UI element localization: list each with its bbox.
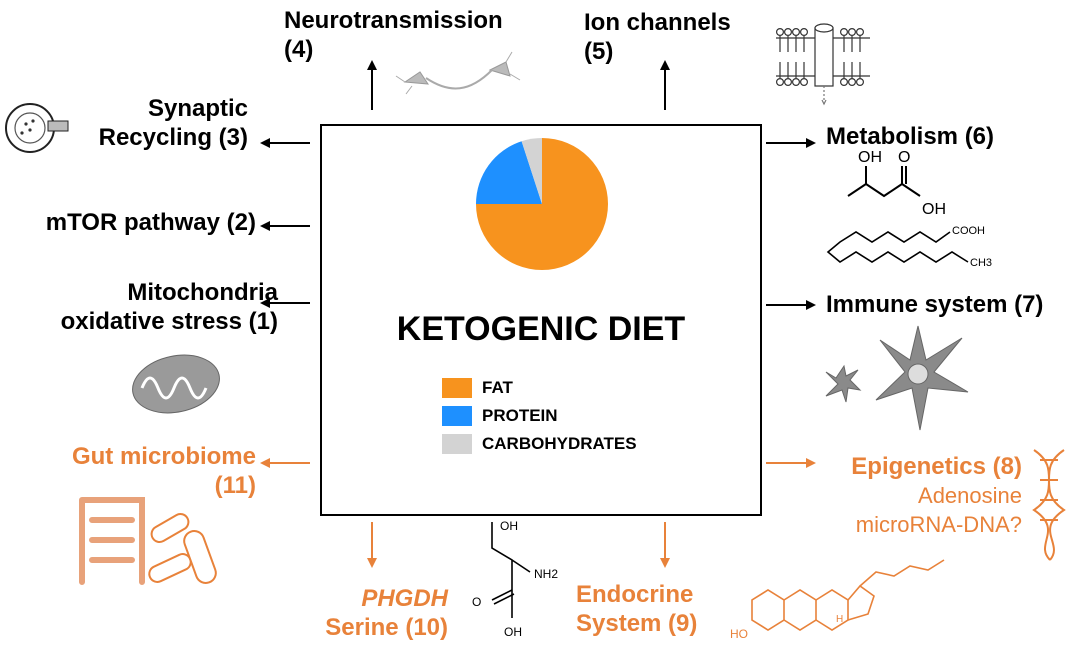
intestine-icon: [79, 497, 145, 585]
neurotransmission-text: Neurotransmission: [284, 7, 503, 34]
bhb-oh2-label: OH: [922, 201, 946, 218]
neurotransmission-number: (4): [284, 36, 314, 63]
serine-molecule: [491, 522, 531, 618]
legend-fat: FAT: [442, 378, 513, 398]
lipid-head: [855, 77, 864, 86]
bhb-oh-label: OH: [858, 149, 882, 166]
steroid-molecule: [751, 559, 945, 631]
legend-protein: PROTEIN: [442, 406, 558, 426]
lipid-head: [839, 28, 848, 37]
epigenetics-label: Epigenetics (8) Adenosine microRNA-DNA?: [851, 452, 1022, 539]
lipid-head: [799, 77, 808, 86]
legend-protein-swatch: [442, 406, 472, 426]
macronutrient-pie: [476, 138, 608, 270]
lipid-head: [855, 28, 864, 37]
mtor-label: mTOR pathway (2): [46, 208, 256, 237]
phgdh-text: PHGDH: [361, 585, 448, 612]
lipid-head: [775, 77, 784, 86]
immune-system-label: Immune system (7): [826, 290, 1043, 319]
dha-ch3-label: CH3: [970, 257, 992, 269]
serine-oh-label: OH: [500, 519, 518, 533]
synaptic-vesicle-icon: [5, 103, 69, 153]
legend-carbohydrates: CARBOHYDRATES: [442, 434, 637, 454]
pie-slice-carbohydrates: [521, 138, 542, 204]
epigenetics-text: Epigenetics (8): [851, 453, 1022, 480]
phgdh-serine-label: PHGDH Serine (10): [325, 584, 448, 642]
legend-carbohydrates-label: CARBOHYDRATES: [482, 434, 637, 453]
serine-nh2-label: NH2: [534, 567, 558, 581]
endocrine-number: System (9): [576, 610, 698, 637]
epigenetics-adenosine: Adenosine: [918, 483, 1022, 508]
serine-number: Serine (10): [325, 614, 448, 641]
steroid-h-label: H: [836, 614, 843, 625]
ion-channels-label: Ion channels (5): [584, 8, 731, 66]
lipid-head: [783, 28, 792, 37]
synaptic-text: Synaptic: [147, 95, 248, 122]
legend-carbohydrates-swatch: [442, 434, 472, 454]
immune-cell-icon: [825, 325, 969, 431]
mitochondria-label: Mitochondria oxidative stress (1): [61, 278, 278, 336]
metabolism-label: Metabolism (6): [826, 122, 994, 151]
gut-text: Gut microbiome: [71, 443, 256, 470]
endocrine-label: Endocrine System (9): [576, 580, 697, 638]
bhb-o-label: O: [898, 149, 910, 166]
ketogenic-diet-box: KETOGENIC DIET FAT PROTEIN CARBOHYDRATES: [320, 124, 762, 516]
mitochondria-number: oxidative stress (1): [60, 308, 278, 335]
lipid-head: [791, 77, 800, 86]
neurotransmission-label: Neurotransmission (4): [284, 6, 503, 64]
synaptic-number: Recycling (3): [98, 124, 248, 151]
dna-icon: [1032, 449, 1066, 561]
legend-protein-label: PROTEIN: [482, 406, 558, 425]
lipid-head: [839, 77, 848, 86]
ion-channels-text: Ion channels: [584, 9, 731, 36]
legend-fat-label: FAT: [482, 378, 513, 397]
immune-text: Immune system (7): [826, 291, 1044, 318]
mitochondria-text: Mitochondria: [127, 279, 278, 306]
gut-microbiome-label: Gut microbiome (11): [72, 442, 256, 500]
ketogenic-diet-title: KETOGENIC DIET: [396, 310, 686, 348]
bacteria-icon: [148, 513, 217, 584]
dha-cooh-label: COOH: [952, 225, 985, 237]
lipid-head: [791, 28, 800, 37]
lipid-head: [783, 77, 792, 86]
legend-fat-swatch: [442, 378, 472, 398]
ion-channel-icon: [775, 23, 870, 106]
metabolism-text: Metabolism (6): [826, 123, 995, 150]
lipid-head: [847, 28, 856, 37]
dha-molecule: [826, 231, 969, 263]
gut-number: (11): [214, 472, 256, 499]
mitochondria-icon: [132, 354, 220, 414]
ion-channels-number: (5): [584, 38, 614, 65]
endocrine-text: Endocrine: [576, 581, 694, 608]
pie-slice-protein: [476, 141, 542, 204]
pie-slices: [476, 138, 608, 270]
epigenetics-microrna: microRNA-DNA?: [855, 512, 1022, 537]
lipid-head: [799, 28, 808, 37]
serine-o-label: O: [472, 595, 481, 609]
mtor-text: mTOR pathway (2): [45, 209, 256, 236]
steroid-ho-label: HO: [730, 627, 748, 641]
lipid-head: [775, 28, 784, 37]
synaptic-recycling-label: Synaptic Recycling (3): [99, 94, 248, 152]
serine-oh2-label: OH: [504, 625, 522, 639]
beta-hydroxybutyrate-molecule: [847, 166, 921, 198]
lipid-head: [847, 77, 856, 86]
